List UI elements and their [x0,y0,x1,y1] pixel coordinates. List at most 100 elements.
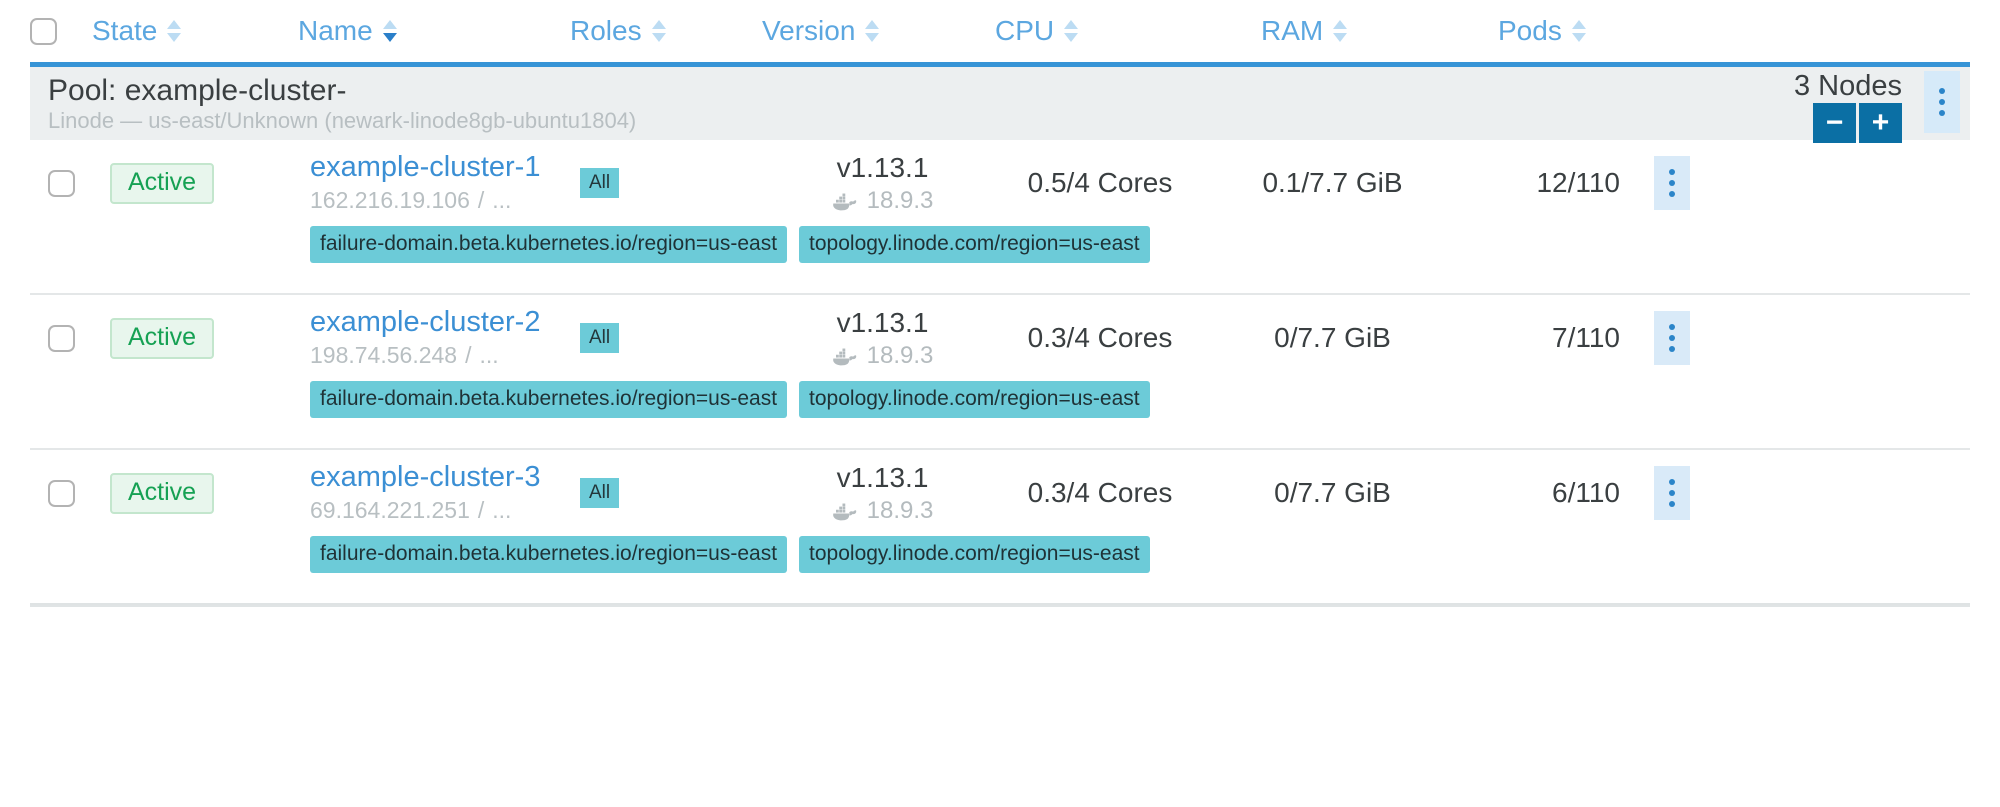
kubernetes-version: v1.13.1 [836,462,929,494]
node-count-stepper: − + [1813,103,1902,144]
increment-nodes-button[interactable]: + [1859,103,1902,144]
column-header-state-label: State [92,15,158,46]
node-label-chip: topology.linode.com/region=us-east [799,226,1150,263]
node-pods-cell: 7/110 [1450,322,1620,354]
node-name-cell: example-cluster-1 162.216.19.106/... [310,152,580,213]
node-count-label: 3 Nodes [1793,70,1902,102]
docker-whale-icon [832,346,858,366]
column-header-cpu[interactable]: CPU [967,15,1197,47]
node-ip-separator: / [477,497,485,524]
node-version-cell: v1.13.1 [780,463,985,523]
sort-icon[interactable] [865,18,881,44]
node-ram-cell: 0/7.7 GiB [1215,322,1450,354]
node-labels: failure-domain.beta.kubernetes.io/region… [30,226,1970,293]
column-header-version-label: Version [762,15,856,46]
node-ip-more: ... [479,342,499,369]
ram-value: 0/7.7 GiB [1274,477,1391,508]
table-row: Active example-cluster-3 69.164.221.251 /… [30,450,1970,536]
node-cpu-cell: 0.5/4 Cores [985,167,1215,199]
docker-version-value: 18.9.3 [866,341,934,369]
node-label-chip: topology.linode.com/region=us-east [799,536,1150,573]
node-ip-separator: / [477,187,485,214]
sort-icon[interactable] [167,18,183,44]
node-ram-cell: 0/7.7 GiB [1215,477,1450,509]
row-kebab-menu-icon[interactable] [1654,156,1690,210]
select-all-checkbox[interactable] [30,17,57,45]
node-name-link[interactable]: example-cluster-3 [310,461,541,494]
node-state-cell: Active [110,317,310,359]
node-ip-separator: / [465,342,472,369]
node-block-3: Active example-cluster-3 69.164.221.251 /… [30,450,1970,605]
kubernetes-version: v1.13.1 [836,152,929,184]
docker-version: 18.9.3 [832,497,933,523]
node-name-cell: example-cluster-3 69.164.221.251 /... [310,462,580,523]
role-chip: All [580,168,620,198]
node-state-cell: Active [110,472,310,514]
sort-icon[interactable] [1333,18,1349,44]
docker-version-value: 18.9.3 [866,186,934,214]
node-ip: 69.164.221.251 /... [310,498,580,523]
pool-kebab-menu-icon[interactable] [1924,71,1960,133]
row-select-checkbox[interactable] [48,324,75,352]
node-roles-cell: All [580,323,780,353]
pool-subtitle: Linode — us-east/Unknown (newark-linode8… [48,108,637,134]
node-label-chip: failure-domain.beta.kubernetes.io/region… [310,536,788,573]
decrement-nodes-button[interactable]: − [1813,103,1856,144]
node-ip: 198.74.56.248 /... [310,343,580,368]
docker-whale-icon [832,191,858,211]
table-header-row: State Name Roles Version CPU RAM Pods [0,0,2000,62]
column-header-roles-label: Roles [570,15,642,46]
node-list: Active example-cluster-1 162.216.19.106/… [0,140,2000,605]
pool-header-row: Pool: example-cluster- Linode — us-east/… [30,62,1970,144]
pods-value: 6/110 [1552,477,1620,508]
sort-icon[interactable] [382,18,399,44]
sort-icon[interactable] [1064,18,1080,44]
docker-version: 18.9.3 [832,341,934,369]
sort-icon[interactable] [1571,18,1588,44]
column-header-pods-label: Pods [1498,15,1562,46]
column-header-roles[interactable]: Roles [562,15,762,47]
node-name-link[interactable]: example-cluster-1 [310,151,541,184]
table-bottom-divider [30,605,1970,607]
role-chip: All [580,478,620,508]
node-block-2: Active example-cluster-2 198.74.56.248 /.… [30,295,1970,450]
node-actions-cell [1620,156,1690,210]
node-ip-more: ... [492,497,512,524]
row-select-checkbox[interactable] [48,479,75,507]
status-badge: Active [110,472,215,514]
ram-value: 0.1/7.7 GiB [1262,167,1403,198]
node-cpu-cell: 0.3/4 Cores [985,322,1215,354]
column-header-pods[interactable]: Pods [1432,15,1602,47]
node-ram-cell: 0.1/7.7 GiB [1215,167,1450,199]
node-ip-value: 198.74.56.248 [310,342,458,369]
column-header-name[interactable]: Name [292,15,562,47]
row-kebab-menu-icon[interactable] [1654,311,1690,365]
node-label-chip: failure-domain.beta.kubernetes.io/region… [310,226,788,263]
column-header-state[interactable]: State [92,15,292,47]
node-name-cell: example-cluster-2 198.74.56.248 /... [310,307,580,368]
select-all-cell [30,17,92,45]
node-name-link[interactable]: example-cluster-2 [310,306,541,339]
role-chip: All [580,323,620,353]
cpu-value: 0.3/4 Cores [1027,322,1173,353]
row-select-cell [48,169,110,197]
column-header-ram[interactable]: RAM [1197,15,1432,47]
row-select-cell [48,479,110,507]
pods-value: 12/110 [1536,167,1620,198]
row-select-cell [48,324,110,352]
docker-whale-icon [832,501,858,521]
node-cpu-cell: 0.3/4 Cores [985,477,1215,509]
node-label-chip: failure-domain.beta.kubernetes.io/region… [310,381,788,418]
row-select-checkbox[interactable] [48,169,75,197]
node-ip: 162.216.19.106/... [310,188,580,213]
node-label-chip: topology.linode.com/region=us-east [799,381,1150,418]
node-version-cell: v1.13.1 [780,153,985,213]
node-ip-more: ... [492,187,512,214]
sort-icon[interactable] [651,18,668,44]
column-header-ram-label: RAM [1261,15,1324,46]
node-ip-value: 69.164.221.251 [310,497,470,524]
row-kebab-menu-icon[interactable] [1654,466,1690,520]
column-header-version[interactable]: Version [762,15,967,47]
node-state-cell: Active [110,162,310,204]
